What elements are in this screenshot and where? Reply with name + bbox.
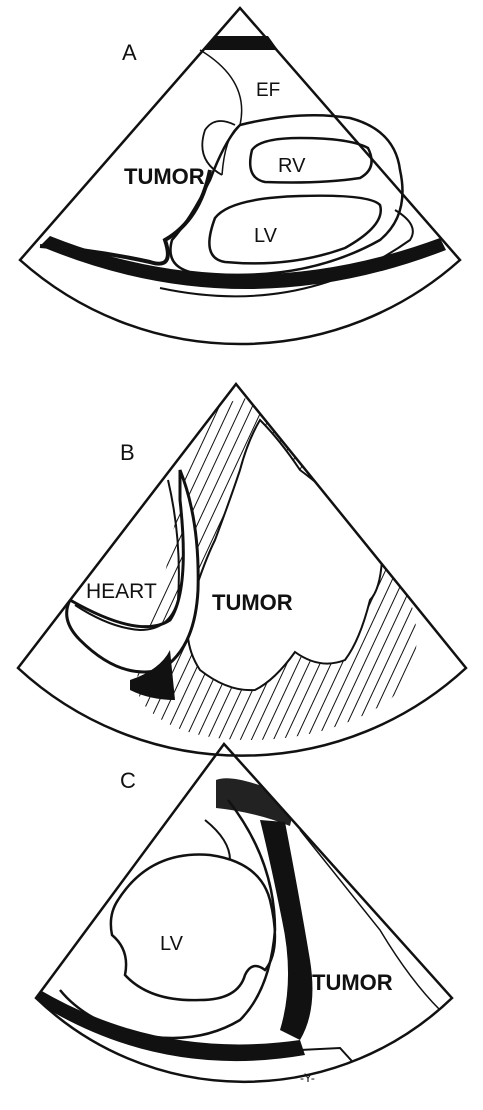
panel-b-tumor-label: TUMOR (212, 590, 293, 615)
panel-a-sector-outline (20, 8, 460, 344)
panel-b: HEART TUMOR (18, 384, 466, 756)
panel-c-lv-label: LV (160, 933, 184, 955)
panel-a: EF TUMOR RV LV (20, 8, 460, 344)
panel-c-lv-outline (111, 855, 275, 1001)
panel-a-rv-chamber (250, 138, 371, 183)
panel-a-top-band (203, 36, 278, 50)
panel-c-bottom-mark: -Y- (300, 1071, 315, 1085)
panel-a-rv-label: RV (278, 155, 306, 177)
panel-c-top-cap (216, 778, 296, 826)
panel-a-lv-label: LV (254, 225, 278, 247)
panel-c: LV TUMOR -Y- (36, 744, 452, 1085)
panel-a-ef-label: EF (256, 80, 280, 101)
panel-c-tumor-label: TUMOR (312, 970, 393, 995)
panel-c-lower-arc (36, 990, 305, 1061)
panel-c-wall-band (260, 820, 312, 1040)
panel-b-heart-label: HEART (86, 580, 157, 603)
panel-a-small-loop (202, 121, 235, 175)
panel-c-septum-outer (60, 800, 275, 1038)
panel-a-tumor-label: TUMOR (124, 164, 205, 189)
